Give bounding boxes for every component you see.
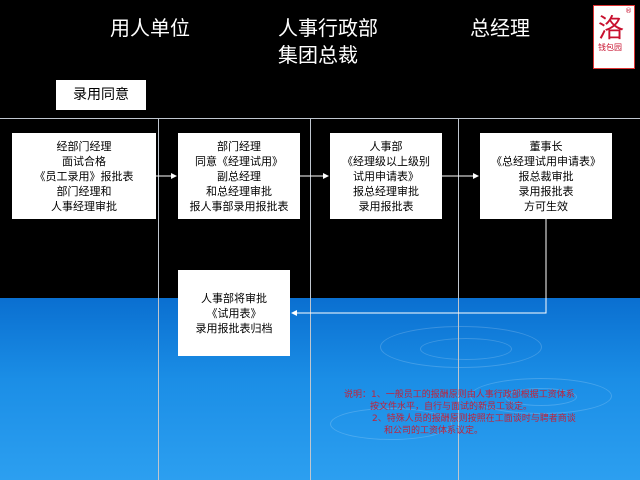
step-box-hr-archive: 人事部将审批 《试用表》 录用报批表归档 <box>178 270 290 356</box>
step-line: 和总经理审批 <box>206 184 272 198</box>
step-box-chairman: 董事长 《总经理试用申请表》 报总裁审批 录用报批表 方可生效 <box>480 133 612 219</box>
step-line: 面试合格 <box>62 154 106 168</box>
step-line: 报总经理审批 <box>353 184 419 198</box>
step-line: 录用报批表 <box>518 184 574 198</box>
ripple <box>470 378 612 414</box>
ripple <box>505 388 577 406</box>
header-group-president: 集团总裁 <box>278 43 358 67</box>
header-hr-dept: 人事行政部 <box>278 16 378 40</box>
column-divider <box>158 118 159 480</box>
ripple <box>380 326 542 368</box>
note-line-4: 和公司的工资体系议定。 <box>384 426 484 436</box>
step-line: 报人事部录用报批表 <box>189 199 289 213</box>
step-line: 同意《经理试用》 <box>195 154 283 168</box>
step-box-manager-trial: 部门经理 同意《经理试用》 副总经理 和总经理审批 报人事部录用报批表 <box>178 133 300 219</box>
step-line: 报总裁审批 <box>518 169 574 183</box>
step-line: 《员工录用》报批表 <box>34 169 134 183</box>
step-line: 人事部将审批 <box>201 291 267 305</box>
step-line: 董事长 <box>529 139 563 153</box>
company-logo: 洛 钱包园 ® <box>593 5 635 69</box>
row-divider <box>0 118 640 119</box>
step-line: 《试用表》 <box>206 306 262 320</box>
step-line: 录用报批表归档 <box>195 321 273 335</box>
column-divider <box>310 118 311 480</box>
step-line: 《经理级以上级别 <box>342 154 430 168</box>
approval-tag: 录用同意 <box>56 80 146 110</box>
column-divider <box>458 118 459 480</box>
ripple <box>330 408 452 440</box>
ripple <box>420 338 512 360</box>
step-box-employee-hire: 经部门经理 面试合格 《员工录用》报批表 部门经理和 人事经理审批 <box>12 133 156 219</box>
step-line: 人事部 <box>369 139 403 153</box>
step-line: 经部门经理 <box>56 139 112 153</box>
step-line: 部门经理 <box>217 139 261 153</box>
arrow-chairman-to-archive <box>291 219 547 316</box>
background-water <box>0 298 640 480</box>
step-line: 录用报批表 <box>358 199 414 213</box>
note-line-3: 2、特殊人员的报酬原则按照在工面谈时与聘者商谈 <box>372 414 576 424</box>
logo-caption: 钱包园 <box>598 43 622 52</box>
logo-glyph: 洛 <box>598 14 625 44</box>
step-box-hr-review: 人事部 《经理级以上级别 试用申请表》 报总经理审批 录用报批表 <box>330 133 442 219</box>
note-line-2: 按文件水平，自行与面试的新员工谈定。 <box>370 402 533 412</box>
logo-registered-mark: ® <box>625 7 632 15</box>
header-employer: 用人单位 <box>110 16 190 40</box>
header-general-manager: 总经理 <box>470 16 530 40</box>
step-line: 副总经理 <box>217 169 261 183</box>
step-line: 试用申请表》 <box>353 169 419 183</box>
step-line: 方可生效 <box>524 199 568 213</box>
step-line: 人事经理审批 <box>51 199 117 213</box>
step-line: 《总经理试用申请表》 <box>491 154 601 168</box>
step-line: 部门经理和 <box>56 184 112 198</box>
note-line-1: 说明：1、一般员工的报酬原则由人事行政部根据工资体系 <box>344 390 575 400</box>
